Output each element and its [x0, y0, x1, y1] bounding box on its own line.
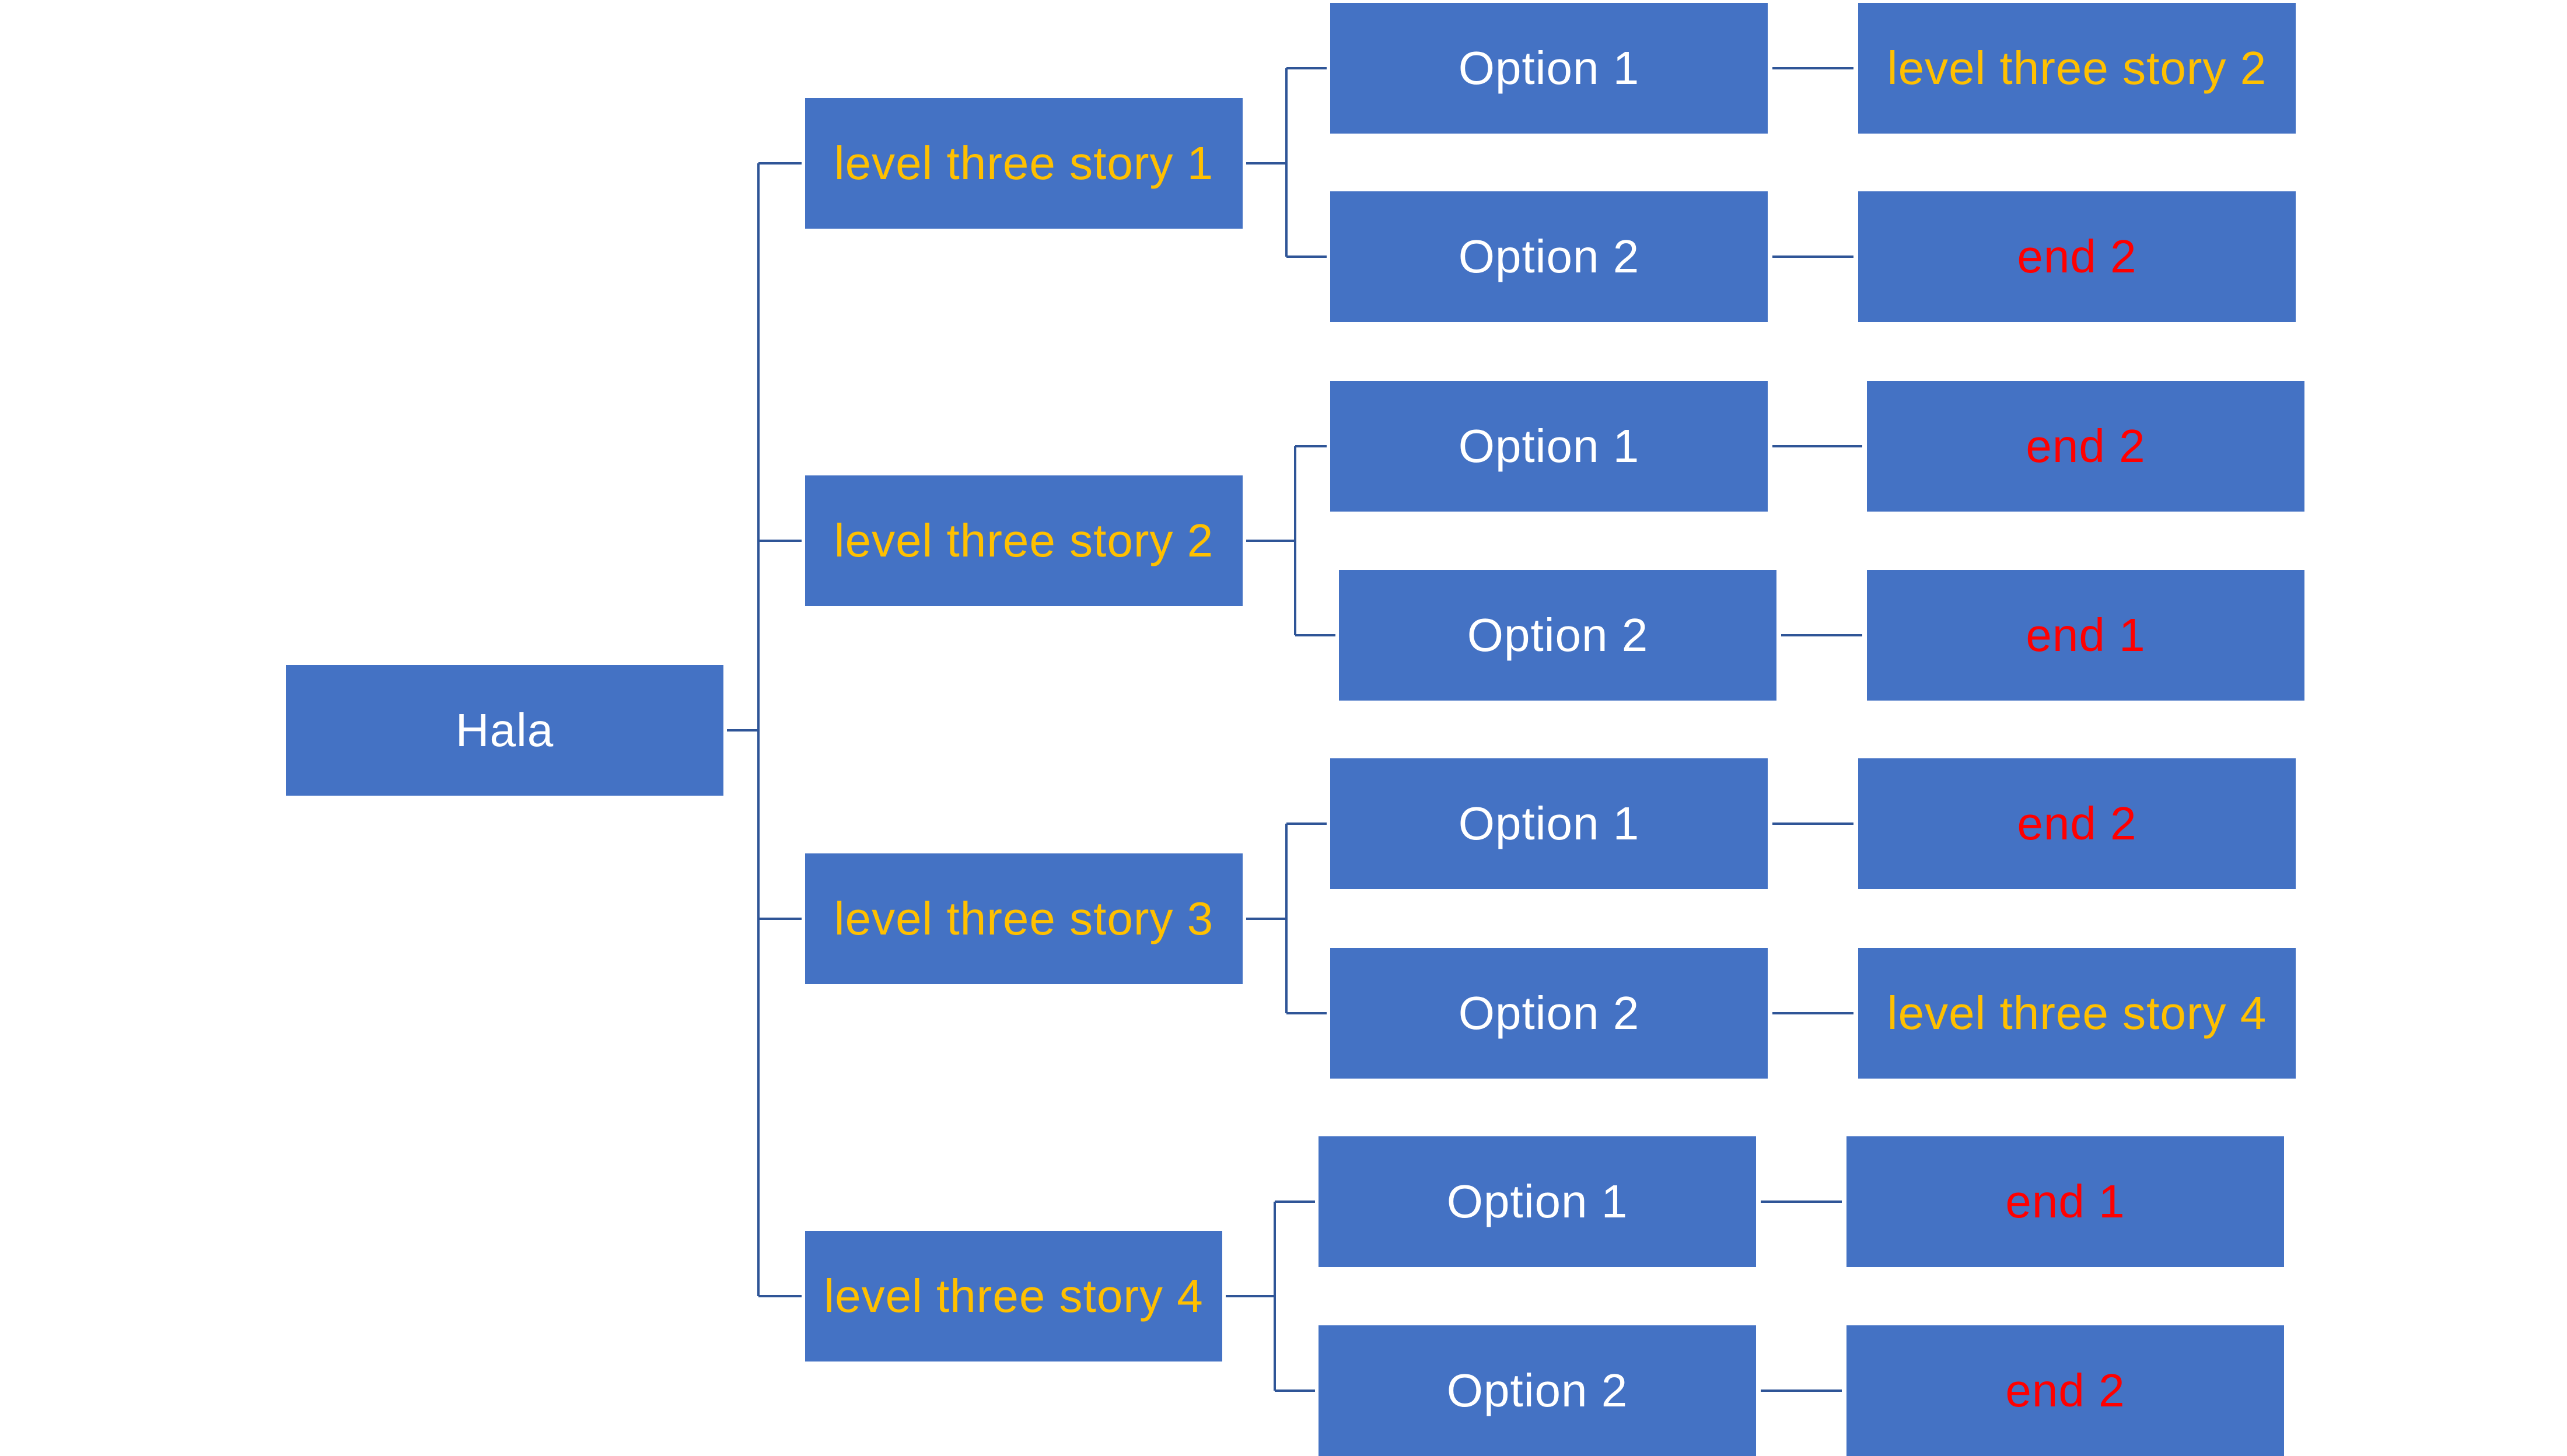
outcome-node-label: end 2 — [2005, 1364, 2125, 1416]
branch-node-label: level three story 4 — [824, 1270, 1204, 1322]
option-node: Option 1 — [1330, 3, 1768, 134]
outcome-node-label: level three story 2 — [1887, 42, 2267, 94]
option-node: Option 2 — [1330, 948, 1768, 1079]
option-node: Option 1 — [1330, 758, 1768, 889]
branch-node-label: level three story 1 — [834, 137, 1214, 189]
outcome-node: end 2 — [1858, 758, 2296, 889]
option-node-label: Option 2 — [1446, 1364, 1628, 1416]
option-node-label: Option 1 — [1458, 420, 1640, 472]
outcome-node: level three story 2 — [1858, 3, 2296, 134]
option-node: Option 2 — [1339, 570, 1776, 701]
branch-node-3: level three story 3 — [805, 853, 1243, 984]
option-node: Option 2 — [1330, 191, 1768, 322]
outcome-node-label: end 1 — [2026, 609, 2146, 661]
outcome-node-label: end 2 — [2026, 420, 2146, 472]
outcome-node: end 2 — [1846, 1325, 2284, 1456]
outcome-node: end 2 — [1867, 381, 2304, 512]
option-node: Option 1 — [1319, 1136, 1756, 1267]
outcome-node-label: end 1 — [2005, 1175, 2125, 1227]
branch-node-label: level three story 2 — [834, 514, 1214, 566]
outcome-node: end 1 — [1867, 570, 2304, 701]
branch-node-1: level three story 1 — [805, 98, 1243, 229]
option-node-label: Option 1 — [1446, 1175, 1628, 1227]
option-node: Option 1 — [1330, 381, 1768, 512]
root-node-label: Hala — [455, 704, 554, 756]
outcome-node: end 2 — [1858, 191, 2296, 322]
branch-node-label: level three story 3 — [834, 892, 1214, 944]
option-node-label: Option 1 — [1458, 42, 1640, 94]
outcome-node: end 1 — [1846, 1136, 2284, 1267]
outcome-node: level three story 4 — [1858, 948, 2296, 1079]
branch-node-4: level three story 4 — [805, 1231, 1222, 1362]
branch-node-2: level three story 2 — [805, 475, 1243, 606]
option-node: Option 2 — [1319, 1325, 1756, 1456]
option-node-label: Option 2 — [1467, 609, 1649, 661]
outcome-node-label: end 2 — [2017, 797, 2137, 849]
outcome-node-label: end 2 — [2017, 230, 2137, 282]
option-node-label: Option 2 — [1458, 230, 1640, 282]
option-node-label: Option 2 — [1458, 987, 1640, 1039]
outcome-node-label: level three story 4 — [1887, 987, 2267, 1039]
root-node: Hala — [286, 665, 723, 796]
option-node-label: Option 1 — [1458, 797, 1640, 849]
